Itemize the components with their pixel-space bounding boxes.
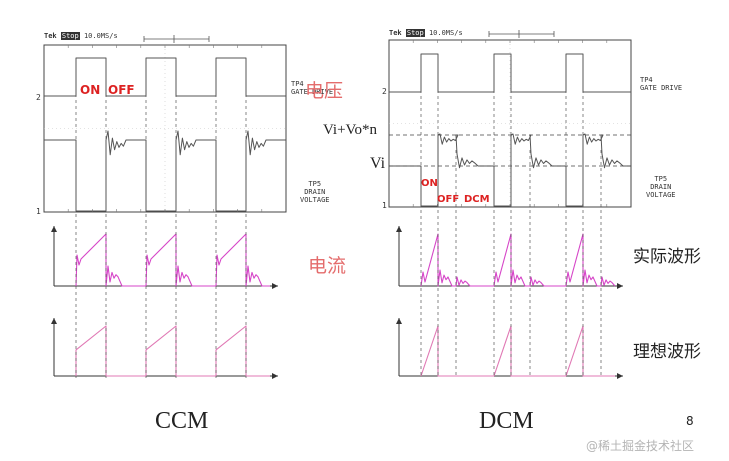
dcm-gate-drive-label: TP4 GATE DRIVE: [640, 76, 682, 92]
dcm-trigger-marker: [488, 30, 555, 38]
dcm-actual-current-plot: [396, 226, 623, 289]
ccm-ch1-marker: 1: [36, 207, 41, 216]
dcm-ideal-x-arrow: [617, 373, 623, 379]
ccm-actual-current-pulse: [145, 233, 216, 287]
ccm-actual-current-pulse: [215, 233, 270, 287]
ccm-on-label: ON: [80, 83, 101, 97]
dcm-drain-voltage-label: TP5 DRAIN VOLTAGE: [646, 175, 676, 199]
dcm-oscilloscope-panel: [388, 30, 632, 208]
dcm-drain-label-2: DRAIN: [650, 183, 672, 191]
dcm-drain-label-1: TP5: [654, 175, 668, 183]
dcm-actual-y-arrow: [396, 226, 402, 232]
vi-plus-vo-n-label: Vi+Vo*n: [323, 122, 377, 138]
ccm-off-label: OFF: [108, 83, 135, 97]
dcm-caption: DCM: [479, 408, 534, 434]
ccm-scope-rate: 10.0MS/s: [83, 32, 118, 40]
dcm-gate-label-1: TP4: [640, 76, 653, 84]
ccm-ch2-marker: 2: [36, 93, 41, 102]
dcm-scope-stop: Stop: [405, 29, 425, 37]
dcm-drain-label-3: VOLTAGE: [646, 191, 676, 199]
watermark: @稀土掘金技术社区: [586, 439, 695, 453]
page-number: 8: [686, 414, 694, 428]
ccm-caption: CCM: [155, 408, 209, 434]
dcm-drain-voltage-trace: [389, 133, 631, 207]
ccm-actual-y-arrow: [51, 226, 57, 232]
dashed-guide-lines: [75, 54, 631, 378]
ccm-ideal-current-pulse: [215, 325, 270, 377]
ideal-waveform-label: 理想波形: [633, 342, 701, 361]
dcm-actual-current-pulse: [565, 233, 616, 287]
ccm-drain-label-2: DRAIN: [304, 188, 326, 196]
dcm-ideal-current-pulse: [420, 325, 494, 377]
ccm-oscilloscope-panel: [43, 35, 287, 213]
ccm-gate-drive-trace: [44, 57, 286, 97]
dcm-ch2-marker: 2: [382, 87, 387, 96]
ccm-drain-label-3: VOLTAGE: [300, 196, 330, 204]
dcm-gate-drive-trace: [389, 53, 631, 93]
ccm-drain-voltage-trace: [44, 130, 286, 212]
ccm-ideal-y-arrow: [51, 318, 57, 324]
vi-label: Vi: [370, 155, 386, 172]
ccm-actual-current-plot: [51, 226, 278, 289]
dcm-scope-rate: 10.0MS/s: [428, 29, 463, 37]
ccm-actual-current-pulse: [75, 233, 146, 287]
ccm-actual-x-arrow: [272, 283, 278, 289]
dcm-gate-label-2: GATE DRIVE: [640, 84, 683, 92]
ccm-scope-stop: Stop: [60, 32, 80, 40]
dcm-dcm-label: DCM: [464, 194, 490, 205]
ccm-scope-header: Tek Stop 10.0MS/s: [44, 32, 118, 40]
ccm-scope-brand: Tek: [44, 32, 57, 40]
ccm-drain-voltage-label: TP5 DRAIN VOLTAGE: [300, 180, 330, 204]
dcm-ideal-current-pulse: [565, 325, 615, 377]
actual-waveform-label: 实际波形: [633, 247, 701, 266]
dcm-actual-current-pulse: [420, 233, 494, 287]
voltage-label: 电压: [305, 80, 344, 102]
ccm-gate-drive-label: TP4 GATE DRIVE: [291, 80, 333, 96]
ccm-ideal-current-plot: [51, 318, 278, 379]
ccm-gate-label-1: TP4: [291, 80, 304, 88]
dcm-actual-x-arrow: [617, 283, 623, 289]
dcm-on-label: ON: [421, 178, 438, 189]
dcm-off-label: OFF: [437, 194, 460, 205]
ccm-drain-label-1: TP5: [308, 180, 322, 188]
ccm-ideal-current-pulse: [145, 325, 216, 377]
dcm-ch1-marker: 1: [382, 201, 387, 210]
ccm-trigger-marker: [143, 35, 210, 43]
ccm-ideal-x-arrow: [272, 373, 278, 379]
dcm-ideal-y-arrow: [396, 318, 402, 324]
ccm-gate-label-2: GATE DRIVE: [291, 88, 334, 96]
ccm-ideal-current-pulse: [75, 325, 146, 377]
dcm-scope-header: Tek Stop 10.0MS/s: [389, 29, 463, 37]
dcm-scope-brand: Tek: [389, 29, 402, 37]
dcm-ideal-current-plot: [396, 318, 623, 379]
current-label: 电流: [308, 255, 347, 277]
